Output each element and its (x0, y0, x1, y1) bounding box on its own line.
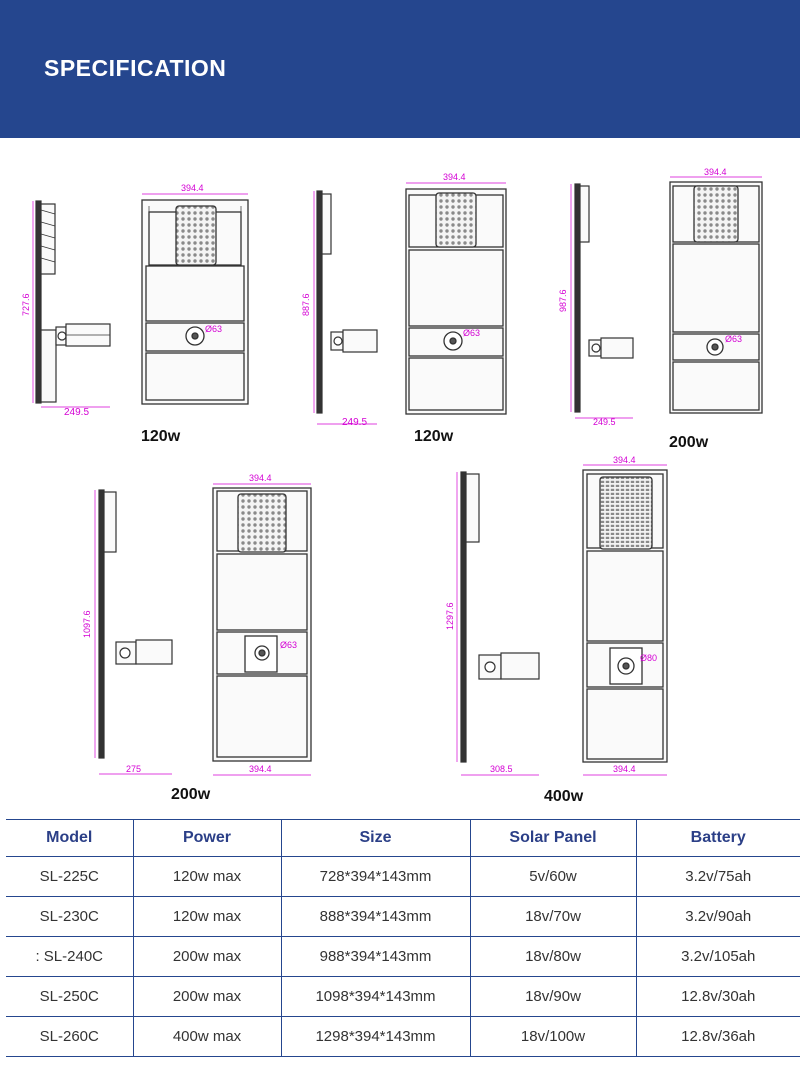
width-dim: 394.4 (443, 172, 466, 182)
side-view (98, 489, 173, 759)
hole-dim: Ø63 (280, 640, 297, 650)
header-solar-panel: Solar Panel (469, 819, 636, 857)
model-5-drawing: 1297.6 308.5 394.4 394.4 Ø80 (445, 455, 668, 776)
cell-power: 120w max (132, 896, 281, 937)
front-view (141, 199, 249, 405)
hole-dim: Ø63 (205, 324, 222, 334)
cell-model: SL-230C (6, 896, 133, 937)
front-view (582, 469, 668, 763)
cell-model: SL-260C (6, 1016, 133, 1057)
depth-dim: 275 (126, 764, 141, 774)
model-3-caption: 200w (669, 434, 709, 451)
table-header-row: Model Power Size Solar Panel Battery (6, 819, 800, 857)
cell-battery: 3.2v/105ah (635, 936, 800, 977)
model-3-drawing: 987.6 249.5 394.4 Ø63 (558, 167, 763, 427)
depth-dim: 308.5 (490, 764, 513, 774)
model-4-drawing: 1097.6 275 394.4 394.4 Ø63 (82, 473, 312, 776)
cell-battery: 12.8v/36ah (635, 1016, 800, 1057)
depth-dim: 249.5 (64, 407, 89, 418)
front-view (212, 487, 312, 762)
model-1-drawing: 727.6 249.5 394.4 Ø63 (21, 183, 249, 418)
cell-battery: 3.2v/90ah (635, 896, 800, 937)
width-dim: 394.4 (613, 455, 636, 465)
model-5-caption: 400w (544, 788, 584, 805)
cell-size: 988*394*143mm (280, 936, 470, 977)
header-model: Model (6, 819, 133, 857)
cell-model: SL-225C (6, 856, 133, 897)
spec-table: Model Power Size Solar Panel Battery SL-… (6, 819, 800, 1057)
cell-power: 400w max (132, 1016, 281, 1057)
model-4-caption: 200w (171, 786, 211, 803)
table-row: SL-260C 400w max 1298*394*143mm 18v/100w… (6, 1016, 800, 1057)
header-size: Size (280, 819, 470, 857)
page-title: SPECIFICATION (44, 55, 227, 81)
cell-power: 200w max (132, 976, 281, 1017)
header-power: Power (132, 819, 281, 857)
side-view (460, 471, 540, 763)
header-banner: SPECIFICATION (0, 0, 800, 138)
side-height-dim: 727.6 (21, 293, 31, 316)
model-2-drawing: 887.6 249.5 394.4 Ø63 (301, 172, 507, 428)
model-1-caption: 120w (141, 428, 181, 445)
table-row: SL-230C 120w max 888*394*143mm 18v/70w 3… (6, 896, 800, 937)
cell-battery: 3.2v/75ah (635, 856, 800, 897)
cell-solar-panel: 18v/70w (469, 896, 636, 937)
cell-solar-panel: 18v/100w (469, 1016, 636, 1057)
cell-battery: 12.8v/30ah (635, 976, 800, 1017)
side-view (35, 200, 111, 404)
width-bottom-dim: 394.4 (613, 764, 636, 774)
depth-dim: 249.5 (342, 417, 367, 428)
width-bottom-dim: 394.4 (249, 764, 272, 774)
depth-dim: 249.5 (593, 417, 616, 427)
hole-dim: Ø63 (725, 334, 742, 344)
side-height-dim: 1097.6 (82, 610, 92, 638)
front-view (405, 188, 507, 415)
hole-dim: Ø80 (640, 653, 657, 663)
header-battery: Battery (635, 819, 800, 857)
cell-model: SL-250C (6, 976, 133, 1017)
side-view (316, 190, 378, 414)
cell-power: 120w max (132, 856, 281, 897)
table-row: : SL-240C 200w max 988*394*143mm 18v/80w… (6, 936, 800, 977)
drawings-area: 727.6 249.5 394.4 Ø63 887.6 (21, 167, 763, 776)
side-height-dim: 887.6 (301, 293, 311, 316)
table-row: SL-250C 200w max 1098*394*143mm 18v/90w … (6, 976, 800, 1017)
hole-dim: Ø63 (463, 328, 480, 338)
cell-size: 888*394*143mm (280, 896, 470, 937)
side-view (574, 183, 634, 413)
model-2-caption: 120w (414, 428, 454, 445)
width-dim: 394.4 (249, 473, 272, 483)
width-dim: 394.4 (704, 167, 727, 177)
cell-power: 200w max (132, 936, 281, 977)
cell-size: 728*394*143mm (280, 856, 470, 897)
front-view (669, 181, 763, 414)
side-height-dim: 1297.6 (445, 602, 455, 630)
cell-solar-panel: 18v/80w (469, 936, 636, 977)
cell-solar-panel: 18v/90w (469, 976, 636, 1017)
cell-solar-panel: 5v/60w (469, 856, 636, 897)
side-height-dim: 987.6 (558, 289, 568, 312)
width-dim: 394.4 (181, 183, 204, 193)
cell-size: 1298*394*143mm (280, 1016, 470, 1057)
table-row: SL-225C 120w max 728*394*143mm 5v/60w 3.… (6, 856, 800, 897)
cell-size: 1098*394*143mm (280, 976, 470, 1017)
cell-model: : SL-240C (6, 936, 133, 977)
